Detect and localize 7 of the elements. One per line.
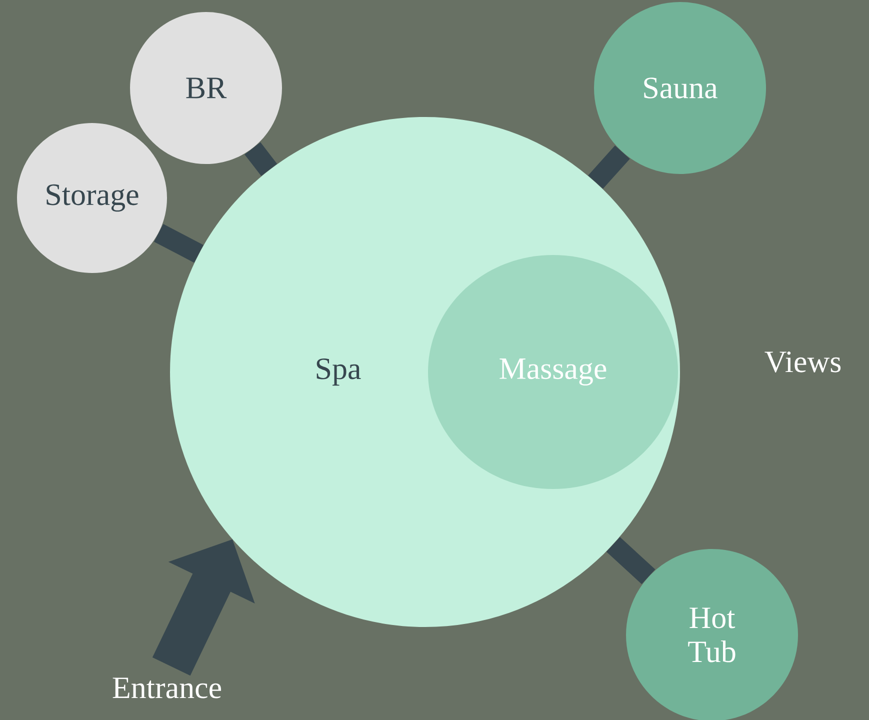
connector (244, 142, 278, 176)
connector (154, 224, 204, 263)
entrance-arrow (152, 539, 255, 676)
connector (588, 145, 630, 189)
note-label: Views (764, 352, 841, 372)
connector (606, 537, 656, 584)
entrance-label: Entrance (112, 678, 222, 698)
